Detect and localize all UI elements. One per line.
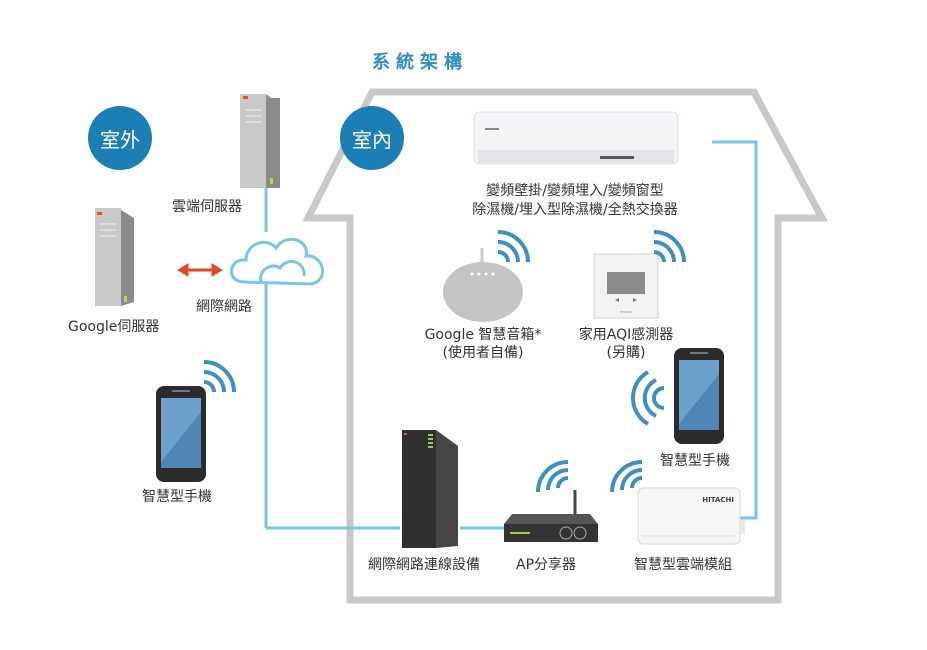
cloud-server-icon — [240, 94, 280, 188]
indoor-label: 室內 — [352, 127, 392, 152]
google-speaker-icon — [443, 248, 523, 322]
ac-label-line1: 變頻壁掛/變頻埋入/變頻窗型 — [486, 183, 664, 199]
connection-lines — [264, 140, 758, 530]
indoor-phone-icon — [674, 348, 724, 444]
outdoor-phone-label: 智慧型手機 — [142, 489, 212, 505]
router-wifi-icon — [536, 460, 569, 493]
ap-router-icon — [504, 490, 598, 542]
cloud-module-label: 智慧型雲端模組 — [634, 557, 732, 573]
cloud-module-wifi-icon — [610, 460, 643, 493]
ap-router-label: AP分享器 — [516, 557, 577, 573]
speaker-label-line1: Google 智慧音箱* — [424, 327, 542, 343]
aqi-label-line1: 家用AQI感測器 — [578, 327, 674, 343]
ac-label-line2: 除濕機/埋入型除濕機/全熱交換器 — [472, 202, 678, 218]
indoor-phone-label: 智慧型手機 — [660, 453, 730, 469]
internet-label: 網際網路 — [196, 299, 252, 315]
internet-cloud-icon — [230, 237, 324, 286]
air-conditioner-icon — [473, 111, 679, 165]
network-equipment-icon — [402, 430, 458, 548]
indoor-phone-wifi-icon — [630, 370, 665, 426]
aqi-wifi-icon — [653, 230, 686, 263]
outdoor-label: 室外 — [100, 127, 140, 152]
google-server-label: Google伺服器 — [68, 319, 160, 335]
aqi-sensor-icon — [593, 253, 659, 319]
cloud-module-icon — [637, 487, 745, 545]
network-equipment-label: 網際網路連線設備 — [368, 557, 480, 573]
outdoor-badge: 室外 — [88, 106, 152, 170]
diagram-title: 系統架構 — [372, 52, 468, 73]
aqi-label-line2: (另購) — [606, 345, 646, 361]
cloud-module-brand-text: HITACHI — [702, 496, 734, 504]
cloud-server-label: 雲端伺服器 — [172, 199, 242, 215]
house-outline — [302, 88, 828, 604]
speaker-label-line2: (使用者自備) — [442, 345, 524, 361]
aqi-brand-text: HITACHI — [620, 310, 632, 314]
indoor-badge: 室內 — [340, 106, 404, 170]
outdoor-phone-icon — [156, 386, 206, 482]
outdoor-phone-wifi-icon — [203, 360, 236, 393]
bidirectional-arrow-icon — [177, 263, 223, 277]
speaker-wifi-icon — [497, 230, 530, 263]
google-server-icon — [95, 208, 134, 306]
